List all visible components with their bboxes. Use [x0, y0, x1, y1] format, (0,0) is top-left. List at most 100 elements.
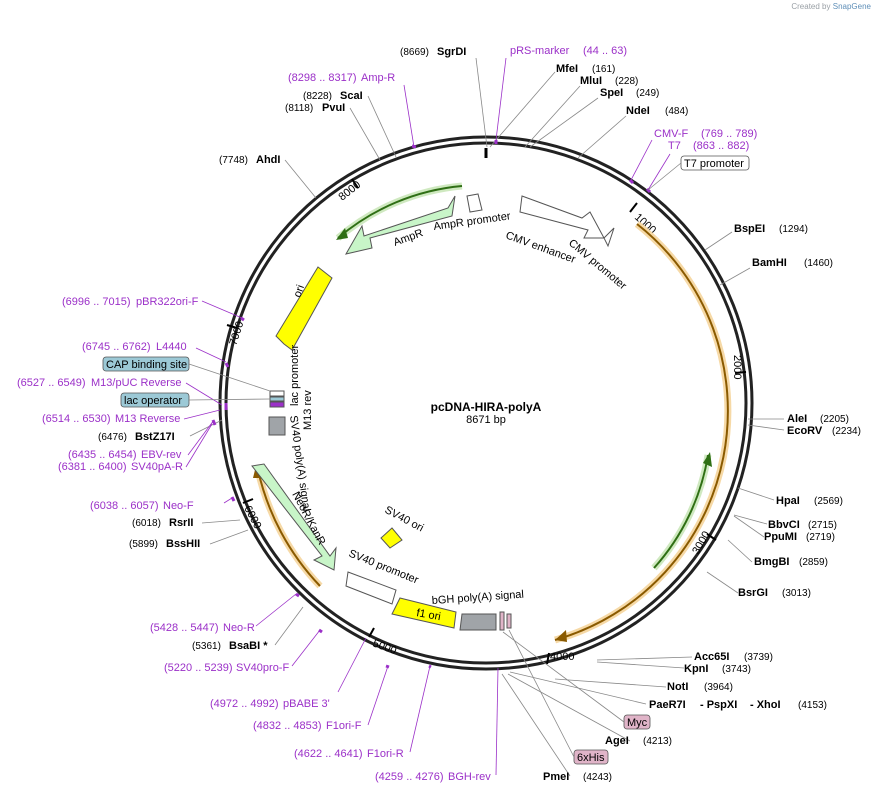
primer-m13-rev[interactable]: M13 Reverse [115, 413, 180, 425]
primer-m13puc-rev[interactable]: M13/pUC Reverse [91, 377, 181, 389]
myc-tag-feature[interactable] [499, 611, 505, 631]
enzyme-bsrgi-pos: (3013) [782, 588, 811, 599]
sv40-promoter-feature[interactable] [345, 571, 397, 605]
ori-label: ori [292, 283, 307, 299]
snapgene-credit: Created by SnapGene [791, 2, 871, 11]
enzyme-ahdi[interactable]: AhdI [256, 154, 280, 166]
cmv-promoter-feature[interactable] [603, 227, 615, 248]
orf-arc-green-right-head [703, 452, 712, 467]
f1-ori-feature-arrow[interactable] [391, 597, 457, 629]
enzyme-kpni[interactable]: KpnI [684, 663, 708, 675]
primer-cmv-f[interactable]: CMV-F [654, 128, 689, 140]
enzyme-scai[interactable]: ScaI [340, 90, 363, 102]
primer-t7[interactable]: T7 [668, 140, 681, 152]
enzyme-ndei[interactable]: NdeI [626, 105, 650, 117]
enzyme-scai-pos: (8228) [303, 91, 332, 102]
lac-operator-feature[interactable] [269, 396, 285, 402]
m13-rev-label: M13 rev [302, 390, 314, 430]
tick-label-5000: 5000 [371, 638, 398, 658]
orf-arc-hira-head [555, 630, 567, 642]
enzyme-hpai[interactable]: HpaI [776, 495, 800, 507]
enzyme-ppumi[interactable]: PpuMI [764, 531, 797, 543]
primer-bgh-rev[interactable]: BGH-rev [448, 771, 491, 783]
his-tag-feature[interactable] [506, 613, 512, 629]
primer-sv40pro-f[interactable]: SV40pro-F [236, 662, 289, 674]
primer-prs-marker[interactable]: pRS-marker [510, 45, 570, 57]
enzyme-acc65i[interactable]: Acc65I [694, 651, 729, 663]
primer-sv40pa-r[interactable]: SV40pA-R [131, 461, 183, 473]
enzyme-leader-lines [189, 57, 785, 777]
enzyme-pmei[interactable]: PmeI [543, 771, 569, 783]
enzyme-ndei-pos: (484) [665, 106, 688, 117]
primer-ebv-rev[interactable]: EBV-rev [141, 449, 182, 461]
enzyme-pvui[interactable]: PvuI [322, 102, 345, 114]
enzyme-agei-pos: (4213) [643, 736, 672, 747]
enzyme-bsrgi[interactable]: BsrGI [738, 587, 768, 599]
bgh-polya-feature[interactable] [459, 613, 497, 631]
enzyme-bamhi[interactable]: BamHI [752, 257, 787, 269]
enzyme-bstz17i-pos: (6476) [98, 432, 127, 443]
tick-label-7000: 7000 [227, 320, 246, 347]
enzyme-hpai-pos: (2569) [814, 496, 843, 507]
primer-cmv-f-pos: (769 .. 789) [701, 128, 757, 140]
enzyme-ecorv[interactable]: EcoRV [787, 425, 823, 437]
enzyme-sgrdi[interactable]: SgrDI [437, 46, 466, 58]
ori-feature-arrow[interactable] [275, 266, 333, 351]
primer-neo-r[interactable]: Neo-R [223, 622, 255, 634]
enzyme-bmgbi[interactable]: BmgBI [754, 556, 789, 568]
enzyme-xhoi-pos: (4153) [798, 700, 827, 711]
orf-arc-green-top [337, 185, 463, 239]
neor-feature-arrow[interactable] [251, 463, 337, 571]
lac-operator-label[interactable]: lac operator [124, 395, 182, 407]
primer-amp-r[interactable]: Amp-R [361, 72, 395, 84]
sv40-ori-label: SV40 ori [383, 504, 426, 534]
enzyme-bmgbi-pos: (2859) [799, 557, 828, 568]
enzyme-kpni-pos: (3743) [722, 664, 751, 675]
boxed-feature-labels: T7 promoter CAP binding site lac operato… [102, 155, 750, 765]
t7-promoter-label[interactable]: T7 promoter [684, 158, 744, 170]
his-label[interactable]: 6xHis [577, 752, 605, 764]
ampr-feature-arrow[interactable] [344, 195, 456, 255]
enzyme-mfei[interactable]: MfeI [556, 63, 578, 75]
plasmid-name: pcDNA-HIRA-polyA [431, 400, 542, 414]
enzyme-bstz17i[interactable]: BstZ17I [135, 431, 175, 443]
primer-f1ori-f[interactable]: F1ori-F [326, 720, 362, 732]
cap-binding-site-label[interactable]: CAP binding site [106, 359, 187, 371]
enzyme-mlui-pos: (228) [615, 76, 638, 87]
enzyme-rsrii[interactable]: RsrII [169, 517, 193, 529]
enzyme-xhoi[interactable]: - XhoI [750, 699, 781, 711]
primer-neo-f[interactable]: Neo-F [163, 500, 194, 512]
primer-site-marks [211, 140, 652, 669]
primer-pbr322ori-f[interactable]: pBR322ori-F [136, 296, 199, 308]
sv40-polya-feature[interactable] [268, 416, 286, 436]
enzyme-alei[interactable]: AleI [787, 413, 807, 425]
enzyme-mlui[interactable]: MluI [580, 75, 602, 87]
primer-f1ori-r[interactable]: F1ori-R [367, 748, 404, 760]
enzyme-bsshii[interactable]: BssHII [166, 538, 200, 550]
primer-bgh-rev-pos: (4259 .. 4276) [375, 771, 444, 783]
enzyme-bsabi[interactable]: BsaBI * [229, 640, 268, 652]
enzyme-noti[interactable]: NotI [667, 681, 688, 693]
primer-l4440[interactable]: L4440 [156, 341, 187, 353]
f1-ori-label: f1 ori [415, 607, 441, 623]
cmv-enhancer-label: CMV enhancer [504, 230, 577, 266]
enzyme-spei[interactable]: SpeI [600, 87, 623, 99]
enzyme-paer7i[interactable]: PaeR7I [649, 699, 686, 711]
primer-pbabe3[interactable]: pBABE 3' [283, 698, 330, 710]
lac-promoter-feature[interactable] [269, 390, 285, 397]
ampr-promoter-feature[interactable] [466, 193, 483, 213]
enzyme-bspei[interactable]: BspEI [734, 223, 765, 235]
enzyme-alei-pos: (2205) [820, 414, 849, 425]
enzyme-pspxi[interactable]: - PspXI [700, 699, 737, 711]
cmv-enhancer-feature[interactable] [519, 195, 605, 239]
sv40-ori-feature[interactable] [380, 527, 403, 549]
bgh-polya-label: bGH poly(A) signal [431, 589, 524, 607]
lac-promoter-label: lac promoter [289, 345, 301, 406]
m13-rev-feature[interactable] [269, 401, 285, 408]
myc-label[interactable]: Myc [627, 717, 648, 729]
enzyme-agei[interactable]: AgeI [605, 735, 629, 747]
credit-prefix: Created by [791, 2, 831, 11]
primer-amp-r-pos: (8298 .. 8317) [288, 72, 357, 84]
enzyme-bbvci[interactable]: BbvCI [768, 519, 800, 531]
